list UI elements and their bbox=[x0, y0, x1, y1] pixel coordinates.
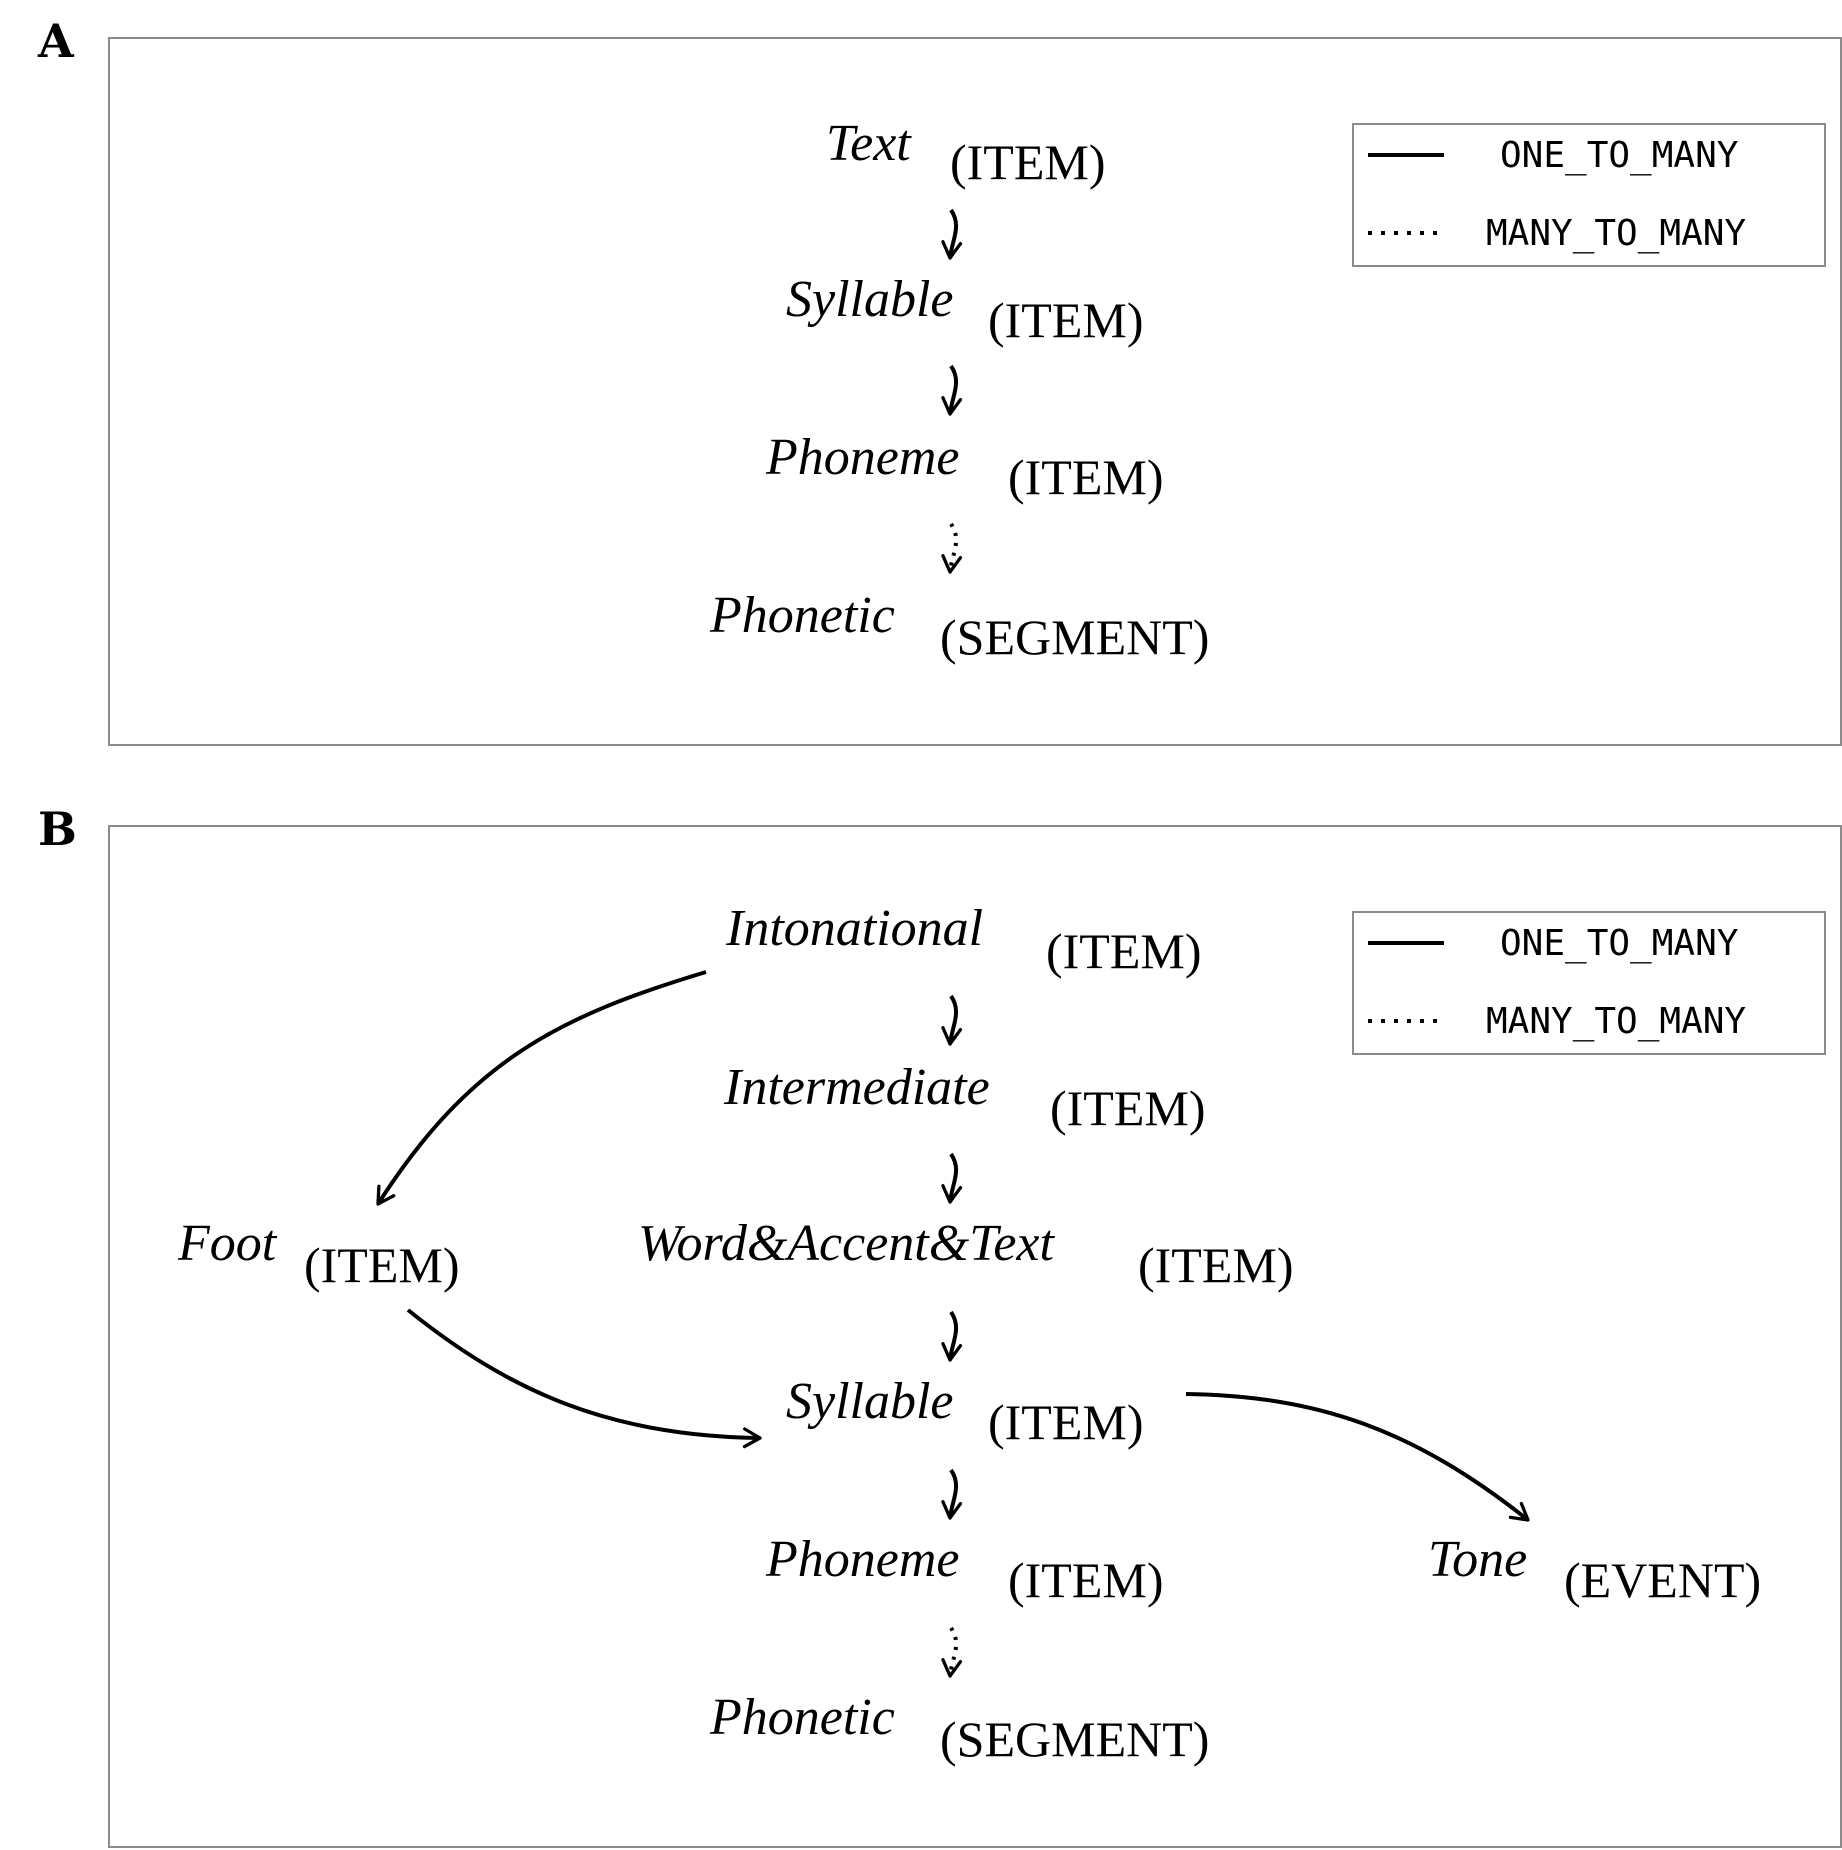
node-b-intonational-type: (ITEM) bbox=[1046, 923, 1202, 979]
node-a-text-type: (ITEM) bbox=[950, 134, 1106, 190]
node-b-syllable-type: (ITEM) bbox=[988, 1394, 1144, 1450]
legend-a-many-to-many-label: MANY_TO_MANY bbox=[1486, 213, 1747, 254]
panel-b-label: B bbox=[38, 802, 77, 856]
node-a-phonetic-name: Phonetic bbox=[710, 587, 895, 644]
node-a-phoneme-type: (ITEM) bbox=[1008, 449, 1164, 505]
node-b-phoneme-name: Phoneme bbox=[766, 1531, 960, 1588]
node-b-tone-name: Tone bbox=[1428, 1531, 1528, 1588]
node-b-word-accent-text-type: (ITEM) bbox=[1138, 1237, 1294, 1293]
node-b-foot-type: (ITEM) bbox=[304, 1237, 460, 1293]
node-b-phoneme-type: (ITEM) bbox=[1008, 1552, 1164, 1608]
node-b-word-accent-text-name: Word&Accent&Text bbox=[638, 1215, 1054, 1272]
legend-a bbox=[1352, 123, 1826, 267]
node-a-phonetic-type: (SEGMENT) bbox=[940, 609, 1210, 665]
node-b-foot-name: Foot bbox=[178, 1215, 277, 1272]
legend-b bbox=[1352, 911, 1826, 1055]
node-b-tone-type: (EVENT) bbox=[1564, 1552, 1762, 1608]
node-b-syllable-name: Syllable bbox=[786, 1373, 954, 1430]
legend-a-one-to-many-label: ONE_TO_MANY bbox=[1500, 135, 1739, 176]
node-b-phonetic-type: (SEGMENT) bbox=[940, 1711, 1210, 1767]
node-a-syllable-type: (ITEM) bbox=[988, 292, 1144, 348]
node-b-intonational-name: Intonational bbox=[726, 900, 984, 957]
node-a-text-name: Text bbox=[826, 115, 911, 172]
panel-a-label: A bbox=[38, 14, 74, 68]
node-b-intermediate-name: Intermediate bbox=[724, 1059, 990, 1116]
panel-b bbox=[108, 825, 1842, 1848]
legend-b-many-to-many-label: MANY_TO_MANY bbox=[1486, 1001, 1747, 1042]
node-a-syllable-name: Syllable bbox=[786, 271, 954, 328]
node-a-phoneme-name: Phoneme bbox=[766, 429, 960, 486]
node-b-intermediate-type: (ITEM) bbox=[1050, 1080, 1206, 1136]
panel-a bbox=[108, 37, 1842, 746]
node-b-phonetic-name: Phonetic bbox=[710, 1689, 895, 1746]
legend-b-one-to-many-label: ONE_TO_MANY bbox=[1500, 923, 1739, 964]
